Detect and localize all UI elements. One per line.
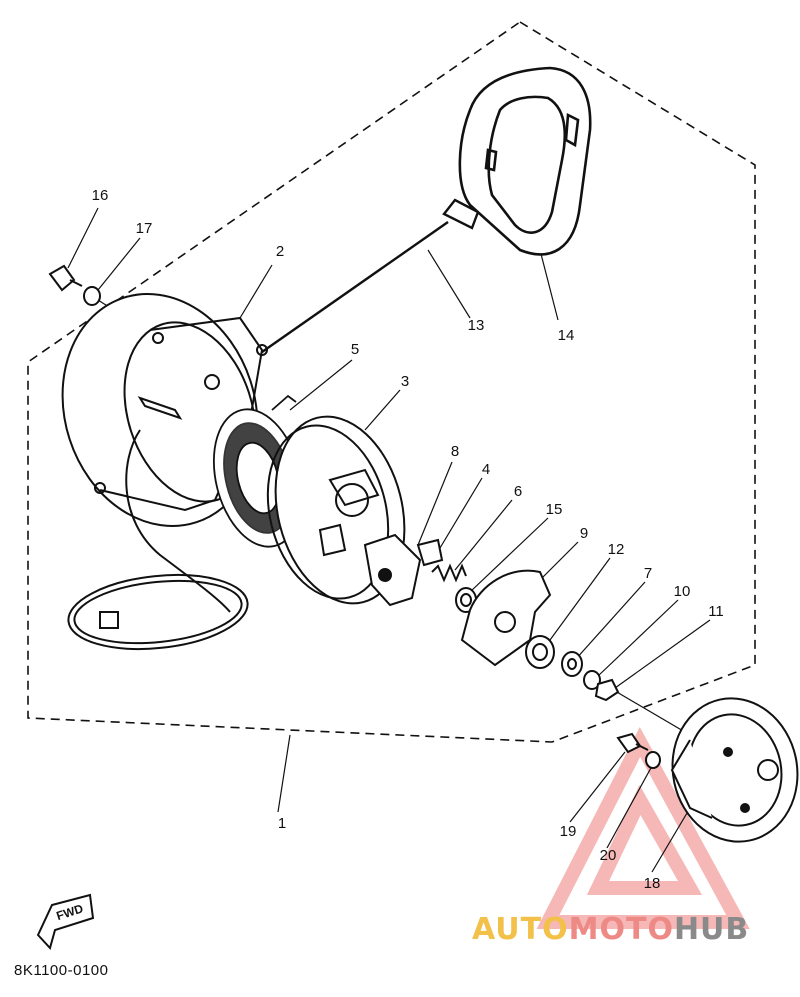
return-spring <box>431 563 467 583</box>
fwd-arrow-icon: FWD <box>36 893 95 950</box>
assembly-boundary <box>27 21 756 743</box>
part-label-12: 12 <box>608 541 625 558</box>
part-label-16: 16 <box>92 187 109 204</box>
part-label-14: 14 <box>558 327 575 344</box>
part-label-3: 3 <box>401 373 409 390</box>
part-label-9: 9 <box>580 525 588 542</box>
watermark-logo: AUTOMOTOHUB <box>472 912 749 947</box>
part-label-8: 8 <box>451 443 459 460</box>
friction-plate <box>460 569 552 667</box>
starter-handle <box>458 66 592 256</box>
part-label-17: 17 <box>136 220 153 237</box>
watermark-text-hub: HUB <box>673 912 750 947</box>
part-label-13: 13 <box>468 317 485 334</box>
bolt-16 <box>48 264 83 292</box>
hardware-stack <box>525 635 620 702</box>
part-label-20: 20 <box>600 847 617 864</box>
starter-housing <box>61 292 268 528</box>
part-label-4: 4 <box>482 461 490 478</box>
part-label-7: 7 <box>644 565 652 582</box>
part-label-10: 10 <box>674 583 691 600</box>
starter-rope <box>261 198 480 353</box>
washer-17 <box>83 286 101 306</box>
part-label-5: 5 <box>351 341 359 358</box>
part-labels: 1 2 3 4 5 6 7 8 9 10 11 12 13 14 15 16 1… <box>92 187 724 892</box>
watermark-text-moto: MOTO <box>568 912 674 947</box>
washer-20 <box>645 751 661 769</box>
part-label-2: 2 <box>276 243 284 260</box>
part-label-15: 15 <box>546 501 563 518</box>
part-label-18: 18 <box>644 875 661 892</box>
watermark-text-auto: AUTO <box>472 912 569 947</box>
ratchet-pawl <box>363 533 444 607</box>
catalog-code: 8K1100-0100 <box>14 962 109 979</box>
watermark-triangle <box>536 727 750 929</box>
rope-coil <box>67 429 249 651</box>
part-label-1: 1 <box>278 815 286 832</box>
part-label-19: 19 <box>560 823 577 840</box>
part-label-11: 11 <box>708 603 724 620</box>
bolt-19 <box>616 732 649 754</box>
starter-pulley <box>670 697 799 843</box>
part-label-6: 6 <box>514 483 522 500</box>
